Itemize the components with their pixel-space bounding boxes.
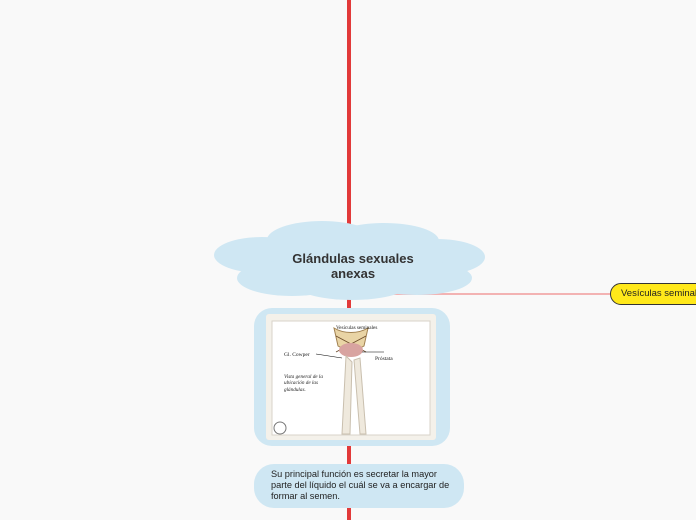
label-vesiculas: Vesículas seminales <box>336 325 377 331</box>
topic-vesiculas-seminales[interactable]: Vesículas seminales <box>610 283 696 305</box>
anatomy-image-icon: Vesículas seminales Gl. Cowper Próstata … <box>266 314 436 440</box>
image-caption: Vista general de la ubicación de las glá… <box>284 374 323 393</box>
note-node[interactable]: Su principal función es secretar la mayo… <box>254 464 464 508</box>
anatomy-image: Vesículas seminales Gl. Cowper Próstata … <box>266 314 436 440</box>
central-topic-title[interactable]: Glándulas sexuales anexas <box>292 251 414 281</box>
image-node[interactable]: Vesículas seminales Gl. Cowper Próstata … <box>254 308 450 446</box>
label-prostata: Próstata <box>375 356 393 362</box>
branch-connector-line <box>350 293 612 295</box>
label-cowper: Gl. Cowper <box>284 352 310 358</box>
central-topic-cloud[interactable] <box>212 220 486 302</box>
